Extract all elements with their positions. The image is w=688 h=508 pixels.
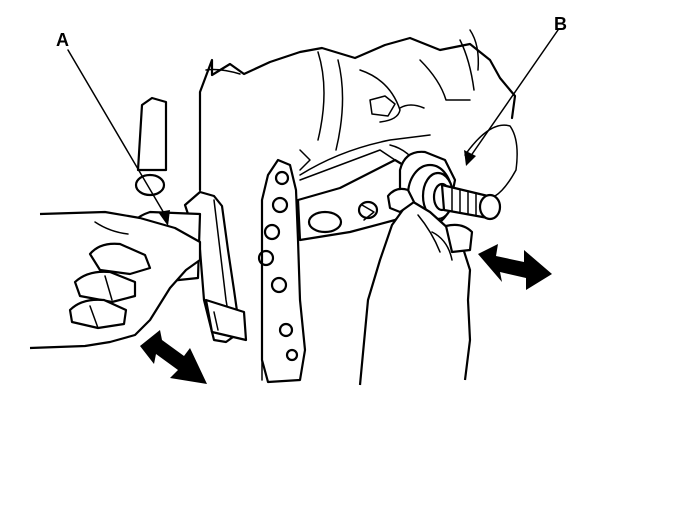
axle-carrier <box>296 144 422 242</box>
callout-label-a: A <box>56 30 69 50</box>
motion-arrow-right <box>478 244 552 290</box>
housing-rib <box>257 158 361 384</box>
right-hand <box>358 187 474 386</box>
left-hand <box>29 210 202 350</box>
callout-label-b: B <box>554 14 567 34</box>
callout-leader-a <box>67 49 170 226</box>
callout-leader-b <box>464 29 559 166</box>
motion-arrow-left <box>140 330 207 384</box>
